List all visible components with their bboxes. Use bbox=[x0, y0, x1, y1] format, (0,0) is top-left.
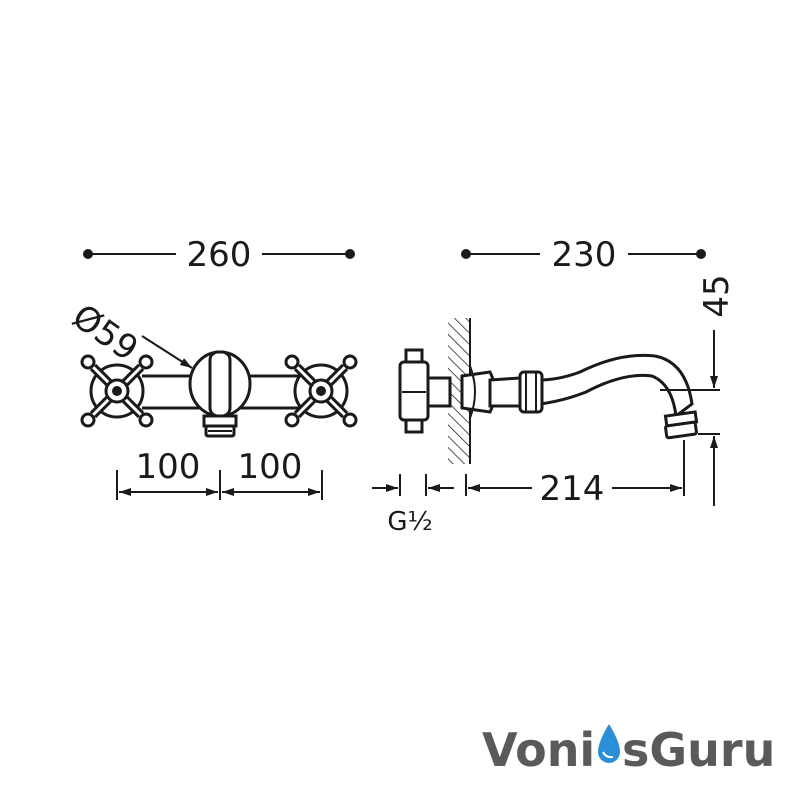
wall-flange bbox=[460, 365, 497, 419]
dimension-label-214: 214 bbox=[540, 469, 605, 509]
water-drop-icon bbox=[598, 724, 620, 763]
logo-text-left: Voni bbox=[482, 723, 595, 777]
dimension-label-left-spacing: 100 bbox=[136, 447, 201, 487]
dimension-label-thread: G½ bbox=[387, 507, 432, 537]
dimension-label-right-spacing: 100 bbox=[238, 447, 303, 487]
center-spout-body bbox=[188, 350, 252, 438]
dimension-front-width: 260 bbox=[83, 235, 355, 275]
front-view: 260 Ø59 bbox=[65, 235, 358, 500]
dimension-label-260: 260 bbox=[187, 235, 252, 275]
dimension-side-width: 230 bbox=[461, 235, 706, 275]
spout-arm bbox=[488, 353, 699, 440]
dimension-label-45: 45 bbox=[697, 274, 737, 317]
dimension-spacing: 100 100 bbox=[116, 447, 323, 500]
logo-text-right: sGuru bbox=[622, 723, 775, 777]
voniosguru-logo: Voni sGuru bbox=[482, 723, 775, 777]
dimension-thread: G½ bbox=[372, 474, 454, 537]
dimension-label-230: 230 bbox=[552, 235, 617, 275]
dimension-spout-reach: 214 bbox=[465, 440, 685, 509]
valve-body bbox=[398, 348, 452, 434]
dimension-height: 45 bbox=[660, 274, 737, 506]
dimension-label-diameter: Ø59 bbox=[65, 297, 145, 370]
left-cross-handle bbox=[80, 354, 154, 428]
side-view: 230 bbox=[372, 235, 737, 537]
right-cross-handle bbox=[284, 354, 358, 428]
